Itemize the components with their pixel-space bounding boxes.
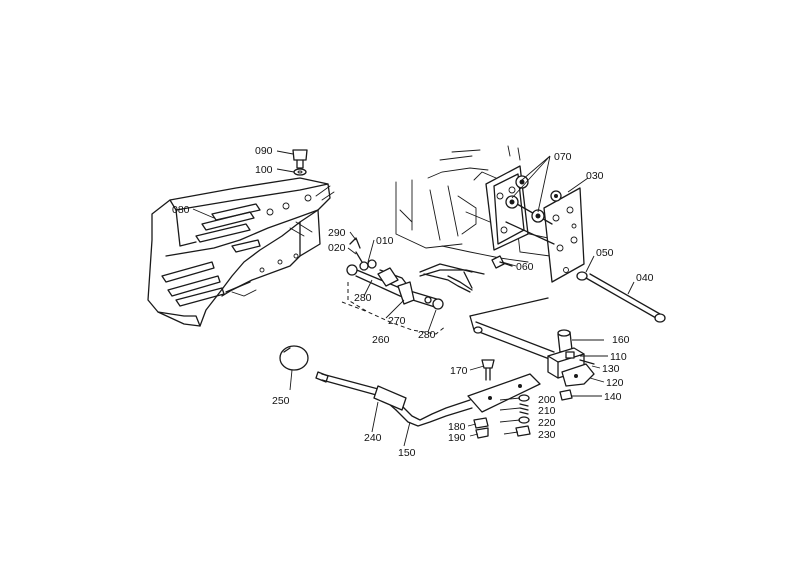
nut-part-050 (576, 271, 588, 281)
nut-part-230 (515, 425, 531, 437)
callout-240: 240 (364, 432, 382, 444)
bolt-part-140 (559, 389, 573, 401)
callout-120: 120 (606, 377, 624, 389)
knob-part-250 (279, 345, 309, 371)
callout-290: 290 (328, 227, 346, 239)
callout-270: 270 (388, 315, 406, 327)
callout-130: 130 (602, 363, 620, 375)
callout-140: 140 (604, 391, 622, 403)
bolt-part-060 (491, 255, 513, 269)
callout-030: 030 (586, 170, 604, 182)
bracket-plate-part-030 (485, 165, 585, 283)
callout-060: 060 (516, 261, 534, 273)
shift-shaft-assembly (346, 237, 473, 310)
callout-190: 190 (448, 432, 466, 444)
callout-170: 170 (450, 365, 468, 377)
callout-160: 160 (612, 334, 630, 346)
pin-part-130 (579, 359, 595, 365)
assembly-outline-260 (347, 282, 447, 335)
background-frame (395, 145, 551, 263)
lever-rod-part-240 (315, 371, 407, 411)
washer-part-220 (518, 416, 530, 424)
rod-part-040 (585, 273, 666, 323)
callout-210: 210 (538, 405, 556, 417)
shift-lever-part-150 (395, 373, 541, 427)
callout-080: 080 (172, 204, 190, 216)
callout-250: 250 (272, 395, 290, 407)
bolt-part-090 (292, 149, 308, 169)
link-rod (469, 297, 555, 361)
callout-040: 040 (636, 272, 654, 284)
bolt-set-part-070 (505, 175, 562, 223)
bracket-part-120 (561, 363, 595, 387)
leader-lines (192, 150, 635, 447)
nut-part-180 (473, 417, 489, 429)
screw-part-170 (481, 359, 495, 381)
callout-180: 180 (448, 421, 466, 433)
callout-100: 100 (255, 164, 273, 176)
washer-part-100 (293, 168, 307, 176)
assembly-outline-260b (341, 301, 369, 313)
callout-050: 050 (596, 247, 614, 259)
callout-260: 260 (372, 334, 390, 346)
callout-090: 090 (255, 145, 273, 157)
callout-070: 070 (554, 151, 572, 163)
callout-230: 230 (538, 429, 556, 441)
callout-280-left: 280 (354, 292, 372, 304)
callout-220: 220 (538, 417, 556, 429)
fender-part-080 (147, 177, 335, 327)
washer-part-200 (518, 394, 530, 402)
callout-150: 150 (398, 447, 416, 459)
spring-part-210 (519, 403, 529, 415)
cable-line (419, 269, 485, 277)
callout-200: 200 (538, 394, 556, 406)
nut-part-190 (475, 427, 489, 439)
callout-110: 110 (610, 351, 627, 363)
callout-280-right: 280 (418, 329, 436, 341)
callout-labels: 090 100 080 070 030 290 020 010 060 050 … (172, 145, 654, 459)
callout-010: 010 (376, 235, 394, 247)
callout-020: 020 (328, 242, 346, 254)
